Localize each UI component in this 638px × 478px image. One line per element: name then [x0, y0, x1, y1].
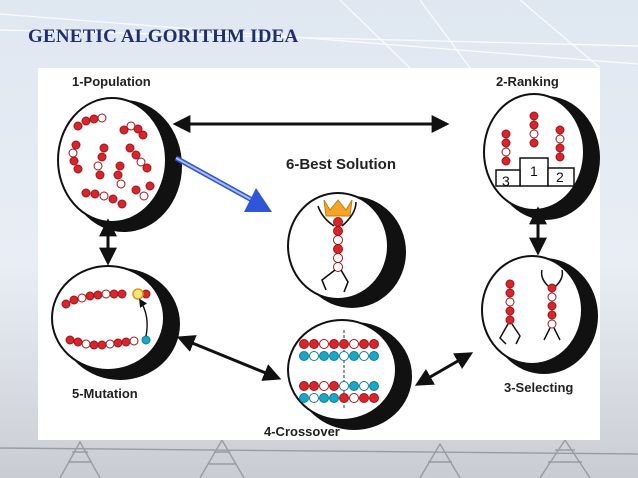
crossover-circle [287, 319, 412, 430]
crown-icon [323, 199, 353, 217]
podium-second: 2 [556, 169, 564, 185]
podium-first: 1 [530, 163, 538, 179]
label-population: 1-Population [72, 74, 151, 89]
best-solution-circle [287, 192, 406, 308]
label-selecting: 3-Selecting [504, 380, 574, 395]
mutation-circle [51, 265, 180, 380]
arrow-selecting-to-crossover [414, 352, 474, 386]
selecting-circle [481, 255, 598, 374]
population-chromosomes [68, 113, 155, 209]
arrow-crossover-to-mutation [176, 335, 282, 381]
podium-icon [495, 157, 575, 187]
arrow-population-to-best [174, 155, 272, 212]
slide-title: GENETIC ALGORITHM IDEA [28, 26, 299, 47]
footer-tower-silhouettes [0, 440, 638, 478]
podium-third: 3 [502, 173, 510, 189]
label-best-solution: 6-Best Solution [286, 156, 397, 173]
label-mutation: 5-Mutation [72, 386, 138, 401]
mutated-gene [132, 288, 144, 300]
label-ranking: 2-Ranking [496, 74, 559, 89]
ranking-circle: 1 2 3 [483, 93, 600, 220]
label-crossover: 4-Crossover [264, 424, 340, 439]
population-circle [57, 97, 182, 232]
